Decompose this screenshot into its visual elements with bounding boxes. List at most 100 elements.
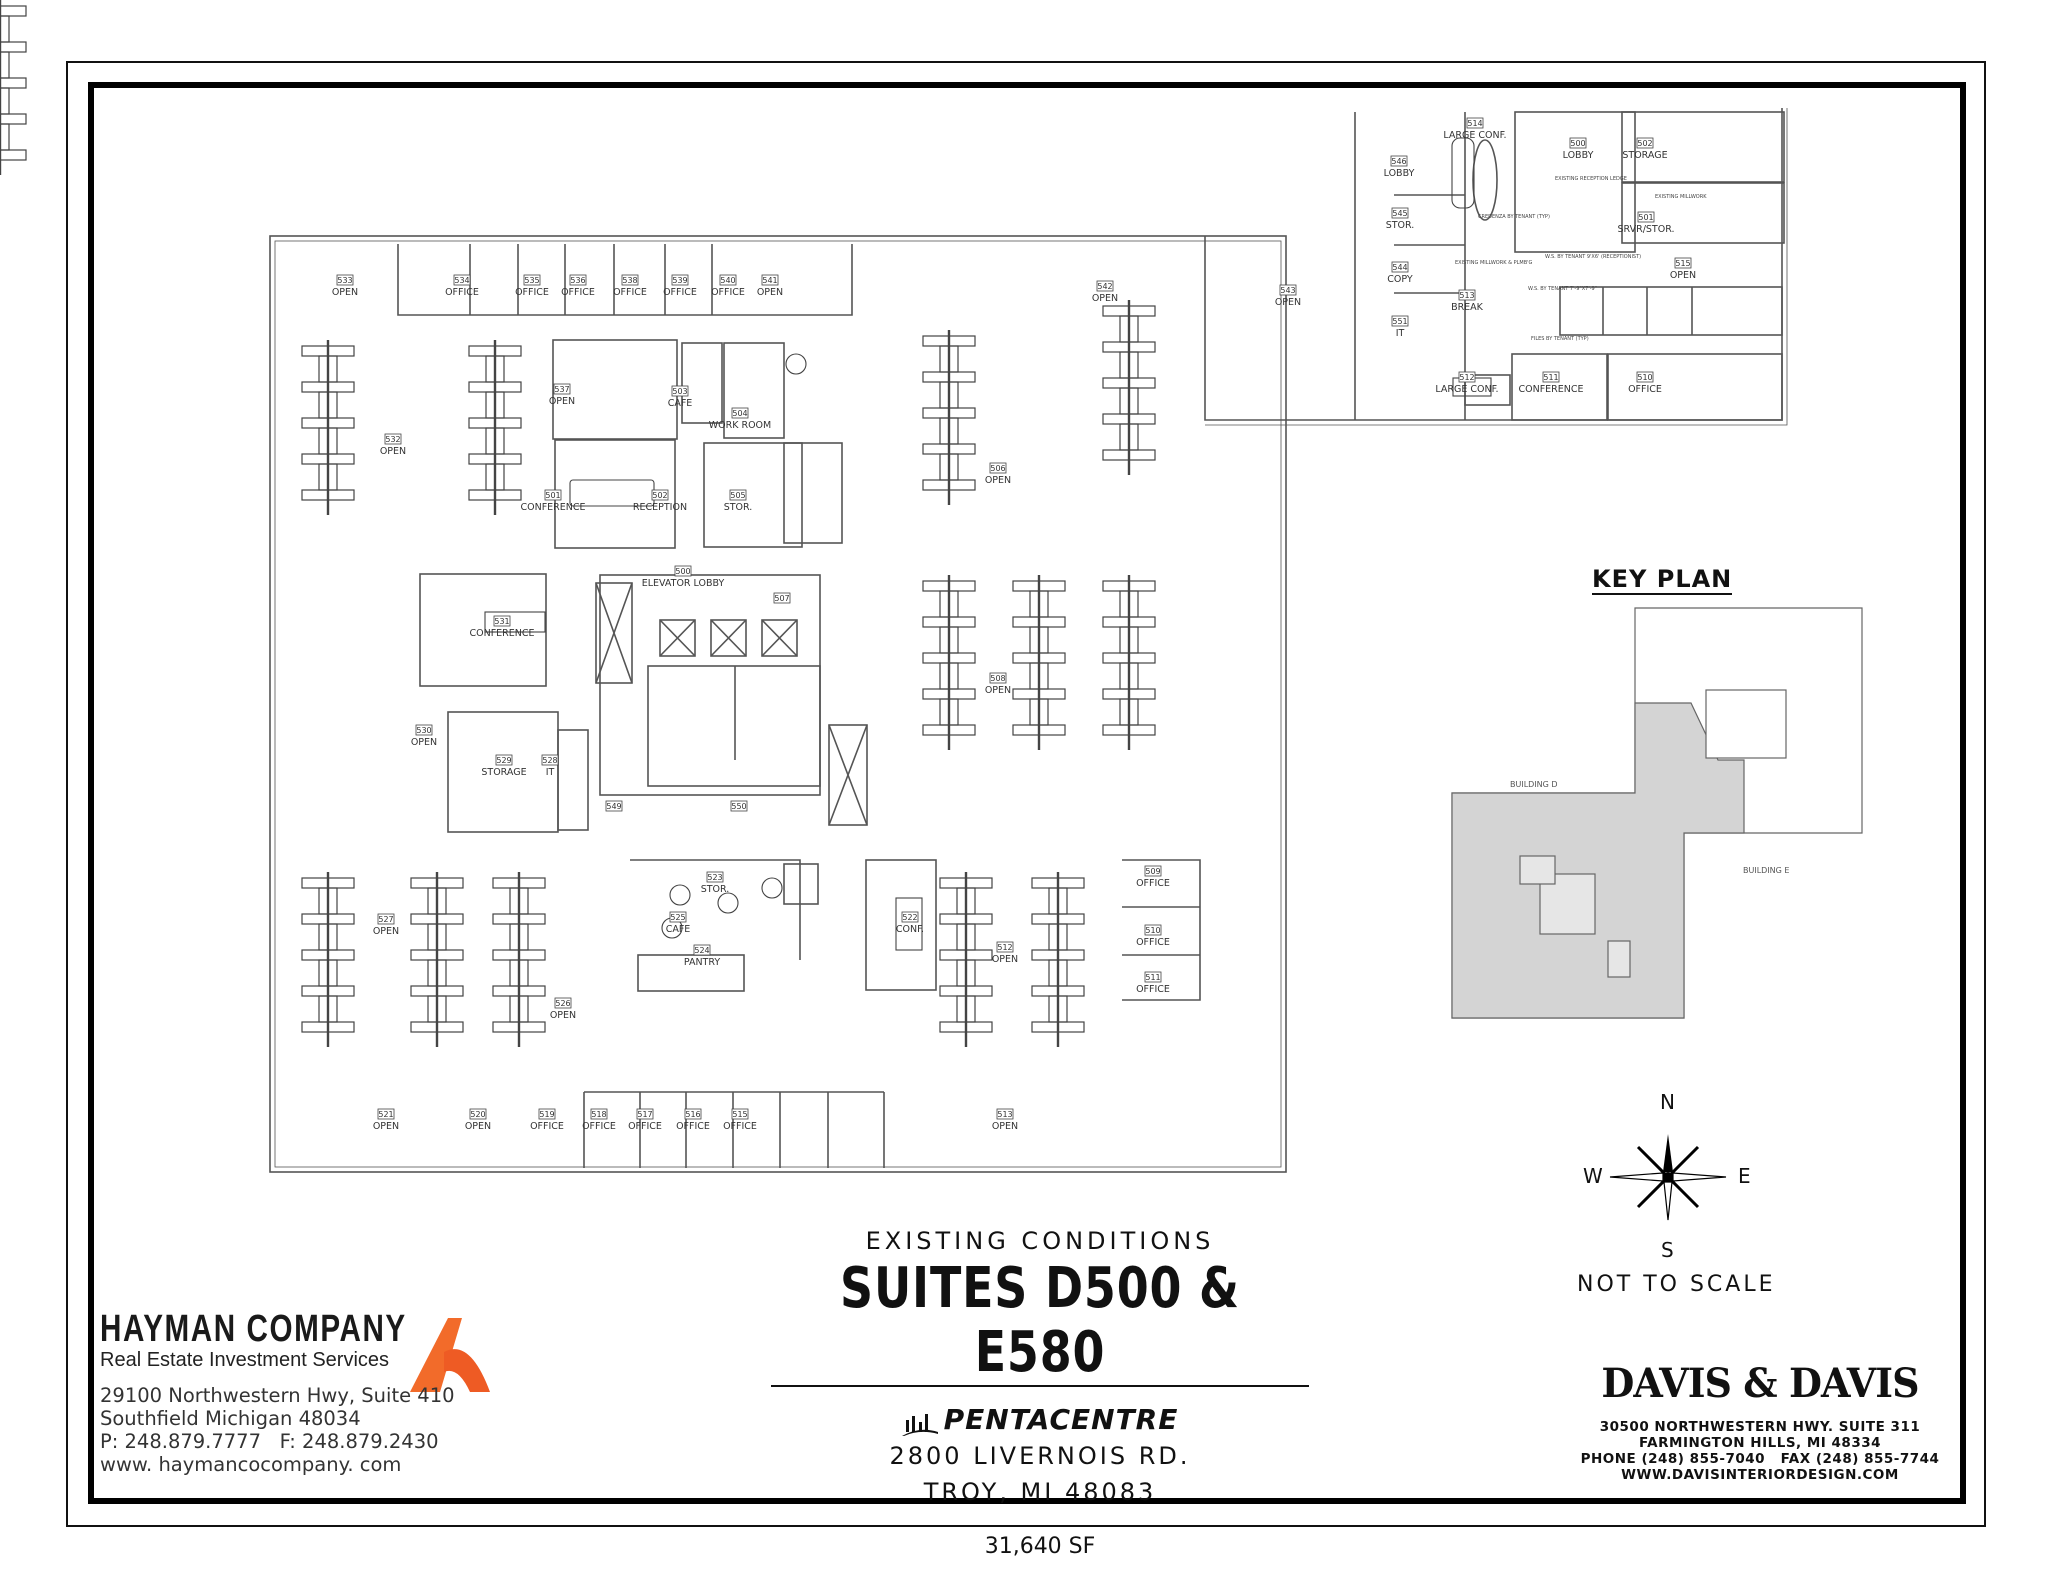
building-d-shell (269, 235, 1287, 1173)
svg-text:540: 540 (720, 276, 735, 285)
svg-text:527: 527 (378, 915, 393, 924)
svg-text:531: 531 (494, 617, 509, 626)
svg-text:530: 530 (416, 726, 431, 735)
workstation-clusters (0, 0, 1157, 1049)
svg-text:OFFICE: OFFICE (711, 287, 745, 298)
svg-text:523: 523 (707, 873, 722, 882)
svg-text:STOR.: STOR. (1386, 220, 1415, 231)
svg-text:535: 535 (524, 276, 539, 285)
svg-text:LARGE CONF.: LARGE CONF. (1443, 130, 1506, 141)
svg-text:OPEN: OPEN (1275, 297, 1301, 308)
svg-text:513: 513 (997, 1110, 1012, 1119)
plan-annotation: EXISTING RECEPTION LEDGE (1555, 176, 1627, 182)
svg-text:WORK ROOM: WORK ROOM (709, 420, 771, 431)
svg-text:OFFICE: OFFICE (1136, 984, 1170, 995)
svg-text:503: 503 (672, 387, 687, 396)
hayman-name: HAYMAN COMPANY (100, 1308, 407, 1350)
svg-text:504: 504 (732, 409, 747, 418)
svg-text:533: 533 (337, 276, 352, 285)
svg-text:OPEN: OPEN (550, 1010, 576, 1021)
svg-text:CONFERENCE: CONFERENCE (520, 502, 585, 513)
building-name: PENTACENTRE (943, 1403, 1179, 1436)
svg-text:LOBBY: LOBBY (1384, 168, 1415, 179)
svg-text:532: 532 (385, 435, 400, 444)
hayman-logo-icon (410, 1318, 490, 1392)
key-plan-building-e-label: BUILDING E (1743, 866, 1790, 875)
svg-text:OPEN: OPEN (985, 685, 1011, 696)
sheet-inner-border (88, 82, 1966, 1504)
svg-text:STOR.: STOR. (724, 502, 753, 513)
svg-text:545: 545 (1392, 209, 1407, 218)
hayman-address-2: Southfield Michigan 48034 (100, 1407, 361, 1430)
title-block: EXISTING CONDITIONS SUITES D500 & E580 P… (740, 1215, 1340, 1559)
svg-text:BREAK: BREAK (1451, 302, 1484, 313)
svg-text:505: 505 (730, 491, 745, 500)
svg-text:OFFICE: OFFICE (663, 287, 697, 298)
compass-e: E (1738, 1164, 1751, 1188)
svg-text:524: 524 (694, 946, 709, 955)
svg-text:514: 514 (1467, 119, 1482, 128)
svg-text:CAFE: CAFE (668, 398, 693, 409)
key-plan-title: KEY PLAN (1592, 565, 1733, 595)
pentacentre-bars-icon (901, 1414, 938, 1436)
svg-text:LARGE CONF.: LARGE CONF. (1435, 384, 1498, 395)
hayman-tagline: Real Estate Investment Services (100, 1349, 390, 1371)
davis-address-1: 30500 NORTHWESTERN HWY. SUITE 311 (1599, 1419, 1921, 1435)
svg-text:544: 544 (1392, 263, 1407, 272)
hayman-address-1: 29100 Northwestern Hwy, Suite 410 (100, 1384, 455, 1407)
hayman-company-block: HAYMAN COMPANY Real Estate Investment Se… (100, 1308, 493, 1476)
hayman-phone-fax: P: 248.879.7777 F: 248.879.2430 (100, 1430, 439, 1453)
svg-text:OFFICE: OFFICE (1136, 937, 1170, 948)
svg-text:OFFICE: OFFICE (1136, 878, 1170, 889)
davis-address-2: FARMINGTON HILLS, MI 48334 (1639, 1435, 1881, 1451)
svg-text:512: 512 (997, 943, 1012, 952)
svg-text:517: 517 (637, 1110, 652, 1119)
davis-phone-fax: PHONE (248) 855-7040 FAX (248) 855-7744 (1580, 1451, 1940, 1467)
svg-text:502: 502 (652, 491, 667, 500)
svg-text:550: 550 (731, 802, 746, 811)
svg-text:543: 543 (1280, 286, 1295, 295)
svg-text:OPEN: OPEN (992, 1121, 1018, 1132)
svg-text:500: 500 (1570, 139, 1585, 148)
building-d-room-507: 507 (773, 592, 791, 604)
svg-text:541: 541 (762, 276, 777, 285)
davis-name: DAVIS & DAVIS (1601, 1360, 1919, 1407)
sheet-outer-border (66, 61, 1986, 1527)
svg-text:538: 538 (622, 276, 637, 285)
svg-text:501: 501 (545, 491, 560, 500)
svg-text:501: 501 (1638, 213, 1653, 222)
svg-text:SRVR/STOR.: SRVR/STOR. (1617, 224, 1674, 235)
